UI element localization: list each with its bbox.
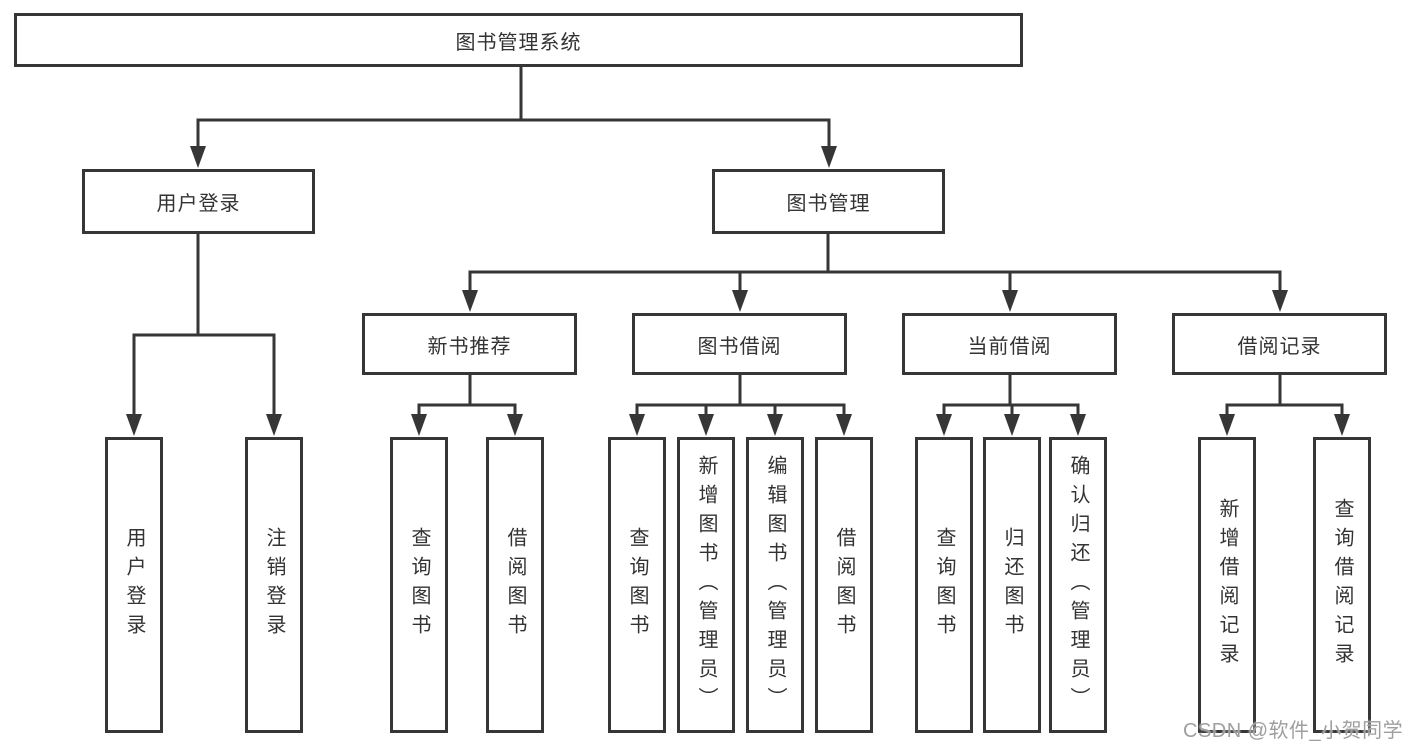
leaf-query-books-recommend-label: 查询图书 [408,527,430,643]
node-book-borrow-label: 图书借阅 [697,335,782,358]
node-current-borrow-label: 当前借阅 [967,335,1052,358]
leaf-edit-books-admin-label: 编辑图书（管理员） [764,454,786,716]
leaf-return-books-label: 归还图书 [1001,527,1023,643]
leaf-user-login: 用户登录 [105,437,163,733]
connector-new-books-to-leaves [411,374,523,436]
leaf-query-books-current-label: 查询图书 [933,527,955,643]
leaf-borrow-books-recommend: 借阅图书 [486,437,544,733]
connector-root-to-level2 [190,66,837,168]
connector-user-login-to-leaves [126,233,282,436]
leaf-query-books-borrow: 查询图书 [608,437,666,733]
leaf-logout-label: 注销登录 [263,527,285,643]
leaf-return-books: 归还图书 [983,437,1041,733]
node-borrow-records: 借阅记录 [1172,313,1387,375]
leaf-add-books-admin: 新增图书（管理员） [677,437,735,733]
node-new-book-recommend-label: 新书推荐 [427,335,512,358]
node-root: 图书管理系统 [14,13,1023,67]
leaf-query-borrow-record-label: 查询借阅记录 [1331,498,1353,672]
node-book-borrow: 图书借阅 [632,313,847,375]
node-borrow-records-label: 借阅记录 [1237,335,1322,358]
leaf-confirm-return-admin: 确认归还（管理员） [1049,437,1107,733]
leaf-logout: 注销登录 [245,437,303,733]
leaf-add-borrow-record: 新增借阅记录 [1198,437,1256,733]
leaf-query-books-recommend: 查询图书 [390,437,448,733]
leaf-query-books-current: 查询图书 [915,437,973,733]
leaf-confirm-return-admin-label: 确认归还（管理员） [1067,454,1089,716]
connector-current-borrow-to-leaves [936,374,1086,436]
leaf-add-borrow-record-label: 新增借阅记录 [1216,498,1238,672]
connector-book-borrow-to-leaves [629,374,852,436]
leaf-query-books-borrow-label: 查询图书 [626,527,648,643]
node-root-label: 图书管理系统 [455,31,582,54]
node-book-management: 图书管理 [712,169,945,234]
leaf-borrow-books-recommend-label: 借阅图书 [504,527,526,643]
leaf-edit-books-admin: 编辑图书（管理员） [746,437,804,733]
node-user-login: 用户登录 [82,169,315,234]
connector-book-mgmt-to-level3 [462,233,1288,312]
csdn-watermark: CSDN @软件_小贺同学 [1183,720,1404,742]
node-user-login-label: 用户登录 [156,193,241,215]
node-current-borrow: 当前借阅 [902,313,1117,375]
leaf-borrow-books: 借阅图书 [815,437,873,733]
leaf-user-login-label: 用户登录 [123,527,145,643]
node-new-book-recommend: 新书推荐 [362,313,577,375]
connector-borrow-records-to-leaves [1219,374,1350,436]
leaf-query-borrow-record: 查询借阅记录 [1313,437,1371,733]
leaf-borrow-books-label: 借阅图书 [833,527,855,643]
leaf-add-books-admin-label: 新增图书（管理员） [695,454,717,716]
node-book-management-label: 图书管理 [786,193,871,215]
